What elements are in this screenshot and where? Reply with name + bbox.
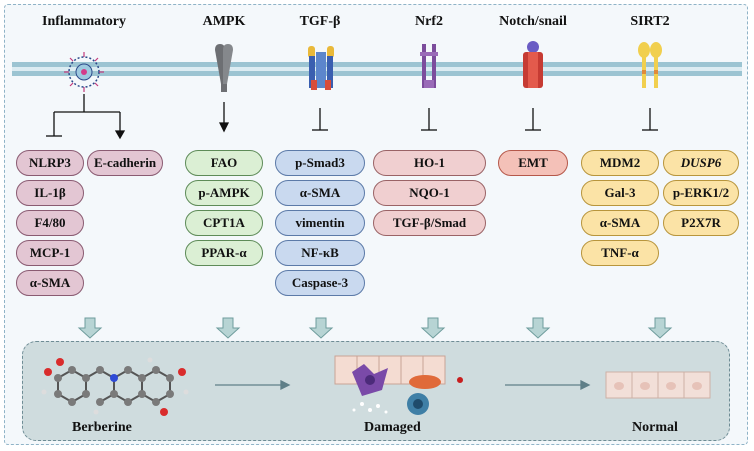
pill-emt: EMT bbox=[498, 150, 568, 176]
down-arrows bbox=[77, 317, 673, 339]
pill-nqo1: NQO-1 bbox=[373, 180, 486, 206]
down-arrow-icon bbox=[77, 317, 103, 339]
pill-p-ampk: p-AMPK bbox=[185, 180, 263, 206]
notch-receptor-icon bbox=[523, 41, 543, 88]
title-notch-snail: Notch/snail bbox=[499, 14, 567, 29]
pill-tnf-a: TNF-α bbox=[581, 240, 659, 266]
pill-mdm2: MDM2 bbox=[581, 150, 659, 176]
inhibition-lines bbox=[312, 108, 658, 131]
inflammatory-receptor-icon bbox=[64, 52, 104, 92]
pill-nlrp3: NLRP3 bbox=[16, 150, 84, 176]
title-nrf2: Nrf2 bbox=[415, 14, 443, 29]
title-sirt2: SIRT2 bbox=[630, 14, 670, 29]
berberine-atoms bbox=[41, 357, 189, 416]
normal-tissue-icon bbox=[605, 371, 711, 399]
down-arrow-icon bbox=[420, 317, 446, 339]
pill-tgfb-smad: TGF-β/Smad bbox=[373, 210, 486, 236]
pill-f480: F4/80 bbox=[16, 210, 84, 236]
label-damaged: Damaged bbox=[364, 420, 421, 435]
pill-asma-tgfb: α-SMA bbox=[275, 180, 365, 206]
pill-mcp1: MCP-1 bbox=[16, 240, 84, 266]
pill-il1b: IL-1β bbox=[16, 180, 84, 206]
down-arrow-icon bbox=[215, 317, 241, 339]
pill-caspase3: Caspase-3 bbox=[275, 270, 365, 296]
pill-ppar-a: PPAR-α bbox=[185, 240, 263, 266]
sirt2-receptor-icon bbox=[638, 42, 662, 88]
pill-e-cadherin: E-cadherin bbox=[87, 150, 163, 176]
pill-p2x7r: P2X7R bbox=[663, 210, 739, 236]
tgfb-receptor-icon bbox=[308, 46, 334, 90]
nrf2-receptor-icon bbox=[420, 44, 438, 88]
down-arrow-icon bbox=[525, 317, 551, 339]
pill-p-smad3: p-Smad3 bbox=[275, 150, 365, 176]
pill-cpt1a: CPT1A bbox=[185, 210, 263, 236]
inflammatory-branch bbox=[46, 94, 126, 140]
state-arrows bbox=[215, 379, 591, 391]
pill-p-erk: p-ERK1/2 bbox=[663, 180, 739, 206]
pill-gal3: Gal-3 bbox=[581, 180, 659, 206]
pill-ho1: HO-1 bbox=[373, 150, 486, 176]
pill-dusp6: DUSP6 bbox=[663, 150, 739, 176]
title-ampk: AMPK bbox=[202, 14, 246, 29]
damaged-tissue-icon bbox=[334, 355, 463, 415]
label-berberine: Berberine bbox=[72, 420, 132, 435]
pill-asma-inflam: α-SMA bbox=[16, 270, 84, 296]
ampk-receptor-icon bbox=[215, 44, 233, 92]
label-normal: Normal bbox=[632, 420, 678, 435]
title-tgfb: TGF-β bbox=[299, 14, 341, 29]
pill-nf-kb: NF-κB bbox=[275, 240, 365, 266]
pill-vimentin: vimentin bbox=[275, 210, 365, 236]
down-arrow-icon bbox=[308, 317, 334, 339]
title-inflammatory: Inflammatory bbox=[42, 14, 126, 29]
pill-fao: FAO bbox=[185, 150, 263, 176]
pill-asma-sirt2: α-SMA bbox=[581, 210, 659, 236]
ampk-arrow bbox=[218, 102, 230, 133]
down-arrow-icon bbox=[647, 317, 673, 339]
cell-membrane bbox=[12, 62, 742, 76]
